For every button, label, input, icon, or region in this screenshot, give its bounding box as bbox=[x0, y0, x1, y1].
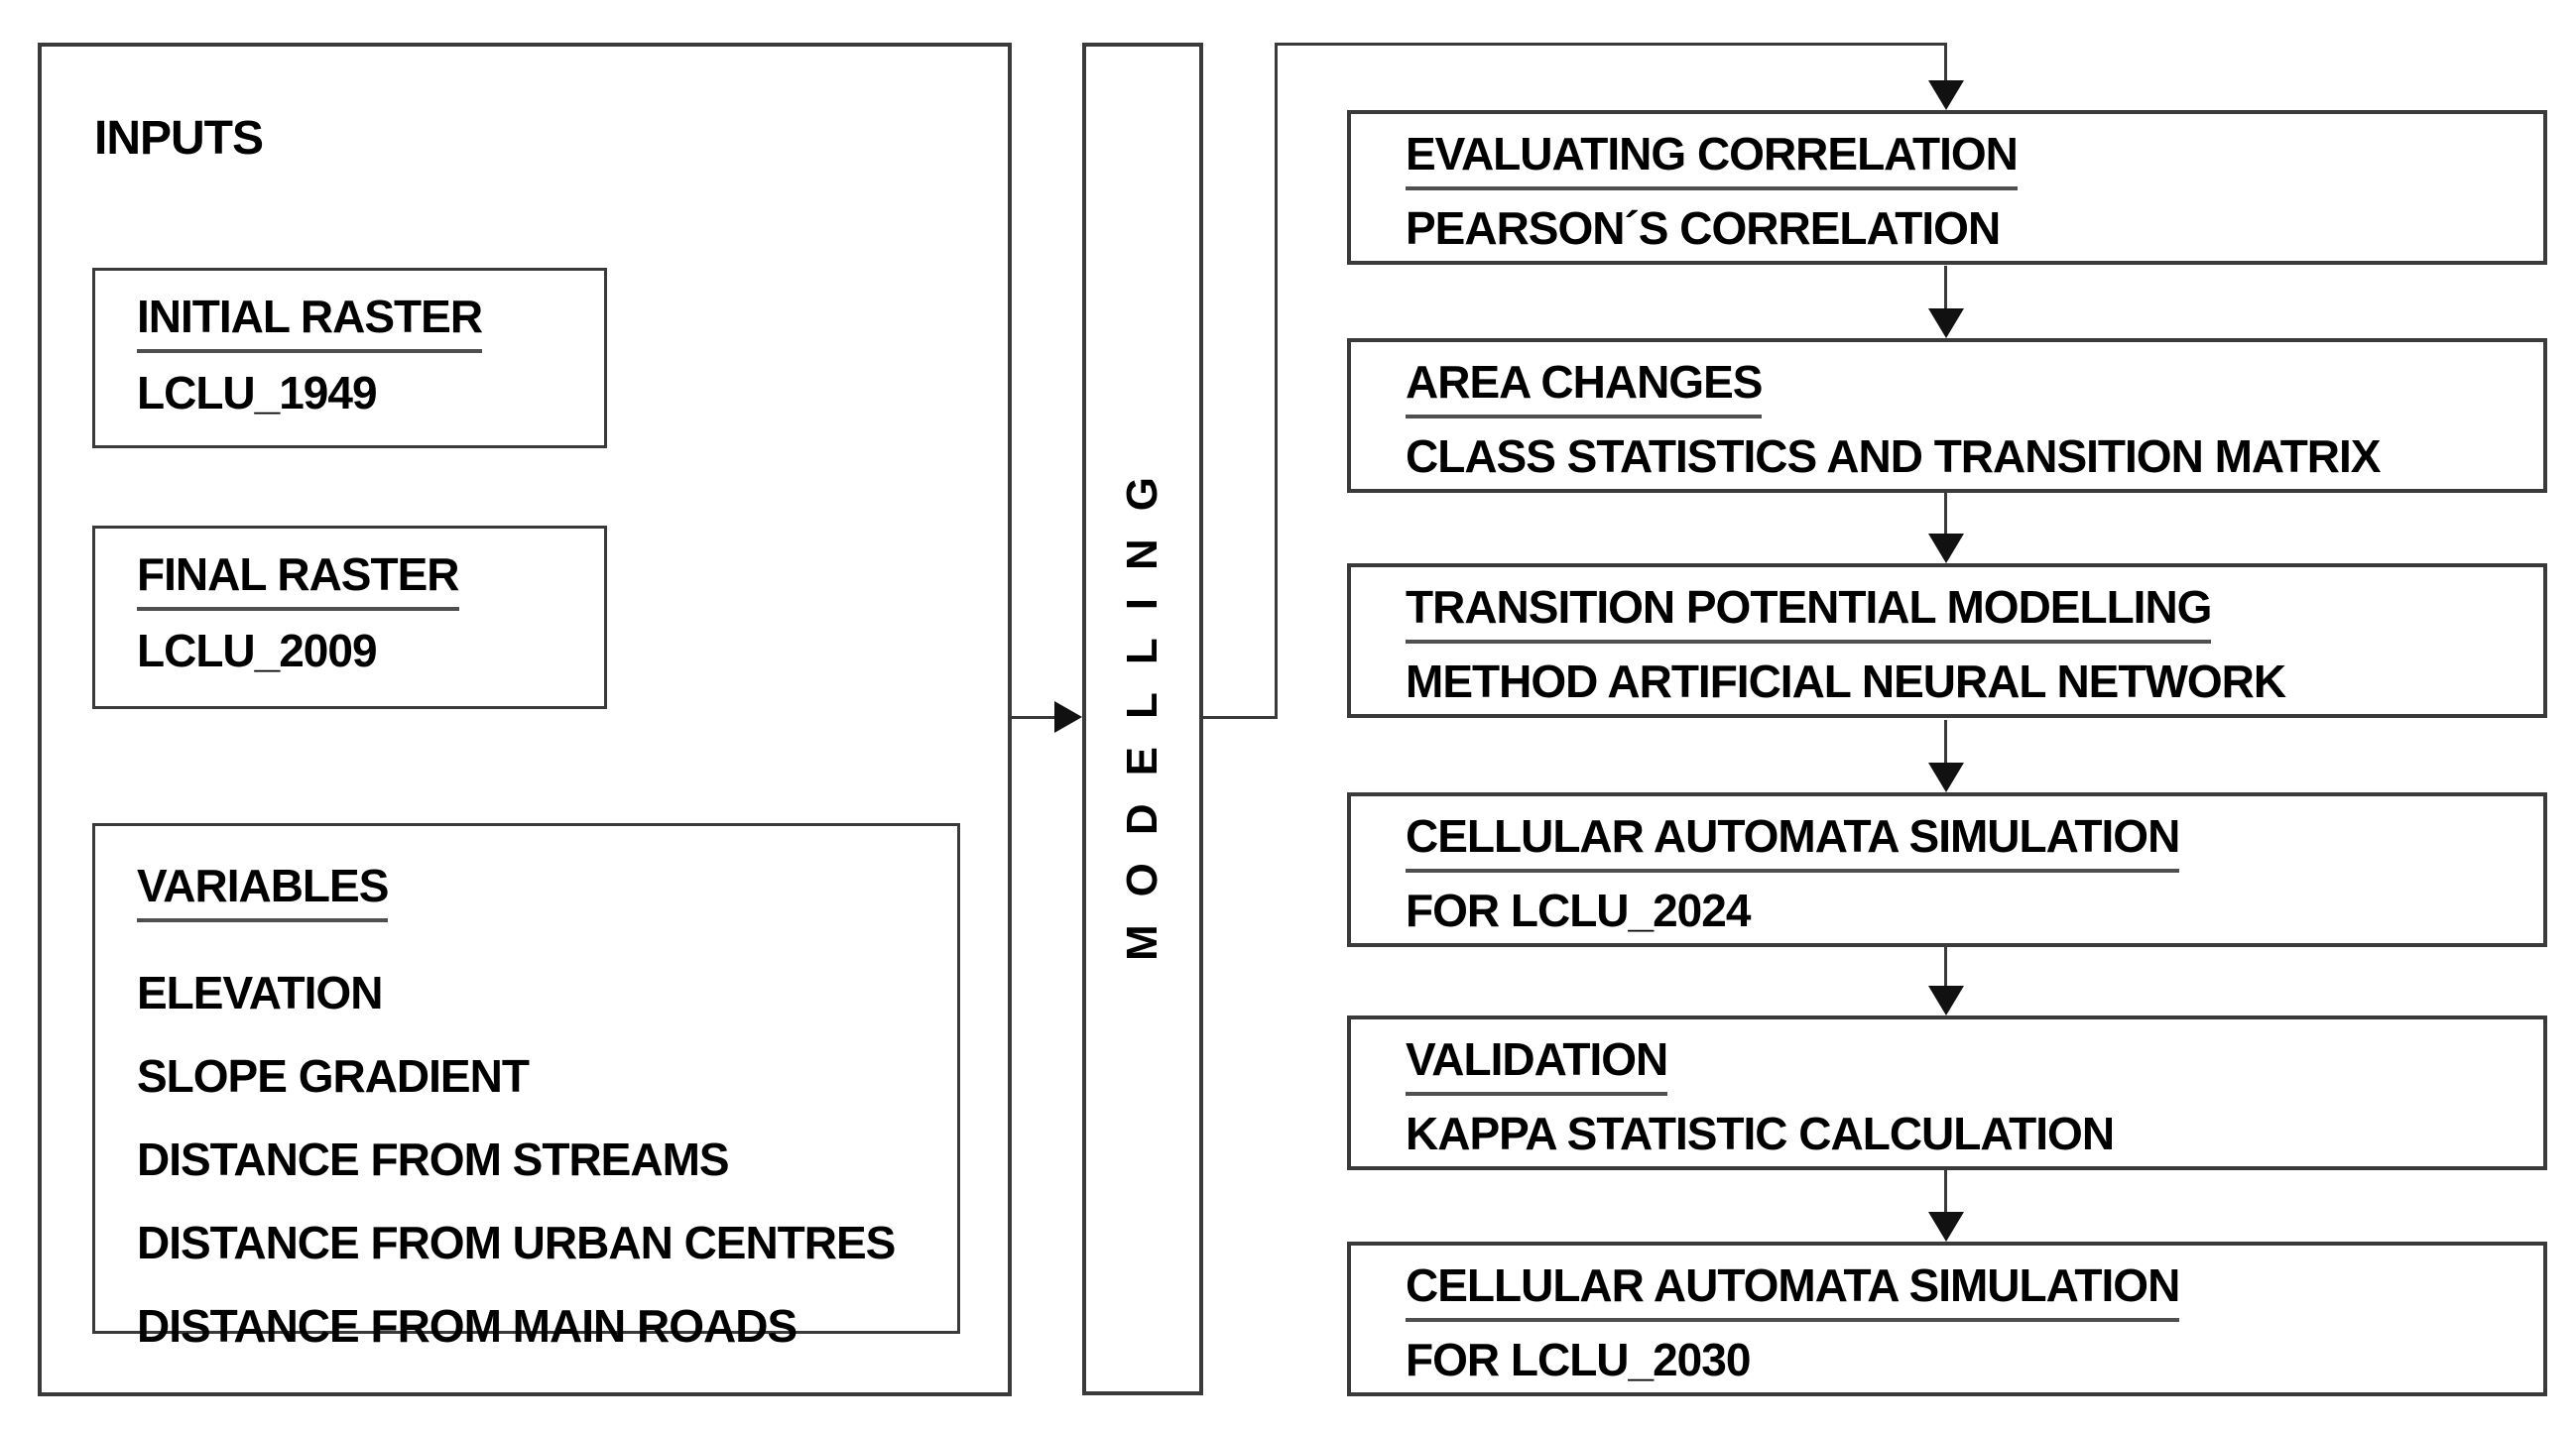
step-title: CELLULAR AUTOMATA SIMULATION bbox=[1406, 1259, 2180, 1322]
step-subtitle: FOR LCLU_2030 bbox=[1406, 1333, 1751, 1385]
variable-item: DISTANCE FROM STREAMS bbox=[137, 1134, 730, 1186]
arrow-step2-step3-line bbox=[1944, 491, 1947, 536]
variables-box: VARIABLES ELEVATION SLOPE GRADIENT DISTA… bbox=[92, 823, 960, 1352]
inputs-title: INPUTS bbox=[94, 112, 264, 165]
step-title: EVALUATING CORRELATION bbox=[1406, 128, 2019, 190]
variable-item: SLOPE GRADIENT bbox=[137, 1050, 530, 1103]
arrowhead-down-icon bbox=[1928, 763, 1964, 792]
step-subtitle: PEARSON´S CORRELATION bbox=[1406, 201, 2001, 254]
initial-raster-title: INITIAL RASTER bbox=[137, 291, 483, 353]
arrowhead-down-icon bbox=[1928, 534, 1964, 563]
variables-title: VARIABLES bbox=[137, 860, 389, 922]
arrowhead-down-icon bbox=[1928, 1212, 1964, 1242]
variable-item: DISTANCE FROM MAIN ROADS bbox=[137, 1300, 797, 1353]
flow-step-box-1: EVALUATING CORRELATION PEARSON´S CORRELA… bbox=[1347, 110, 2547, 265]
step-subtitle: METHOD ARTIFICIAL NEURAL NETWORK bbox=[1406, 655, 2286, 707]
flow-step-box-5: VALIDATION KAPPA STATISTIC CALCULATION bbox=[1347, 1015, 2547, 1170]
step-title: CELLULAR AUTOMATA SIMULATION bbox=[1406, 810, 2180, 873]
initial-raster-box: INITIAL RASTER LCLU_1949 bbox=[92, 268, 607, 448]
final-raster-box: FINAL RASTER LCLU_2009 bbox=[92, 526, 607, 709]
connector-modelling-h2 bbox=[1275, 43, 1947, 46]
connector-modelling-h1 bbox=[1203, 716, 1278, 719]
flow-step-box-2: AREA CHANGES CLASS STATISTICS AND TRANSI… bbox=[1347, 338, 2547, 493]
flow-step-box-4: CELLULAR AUTOMATA SIMULATION FOR LCLU_20… bbox=[1347, 792, 2547, 947]
flow-step-box-6: CELLULAR AUTOMATA SIMULATION FOR LCLU_20… bbox=[1347, 1242, 2547, 1396]
variables-list: ELEVATION SLOPE GRADIENT DISTANCE FROM S… bbox=[137, 952, 957, 1369]
step-title: AREA CHANGES bbox=[1406, 356, 1763, 418]
flow-step-box-3: TRANSITION POTENTIAL MODELLING METHOD AR… bbox=[1347, 563, 2547, 718]
arrowhead-right-icon bbox=[1054, 701, 1082, 733]
initial-raster-value: LCLU_1949 bbox=[137, 366, 378, 418]
modelling-box: MODELLING bbox=[1082, 43, 1203, 1395]
final-raster-value: LCLU_2009 bbox=[137, 624, 378, 676]
arrow-step5-step6-line bbox=[1944, 1169, 1947, 1214]
arrowhead-down-icon bbox=[1928, 986, 1964, 1015]
arrowhead-down-icon bbox=[1928, 308, 1964, 338]
variable-item: DISTANCE FROM URBAN CENTRES bbox=[137, 1217, 896, 1269]
arrowhead-down-icon bbox=[1928, 80, 1964, 110]
arrow-step4-step5-line bbox=[1944, 944, 1947, 988]
arrow-inputs-to-modelling-line bbox=[1012, 716, 1055, 719]
variable-item: ELEVATION bbox=[137, 967, 383, 1019]
step-subtitle: KAPPA STATISTIC CALCULATION bbox=[1406, 1107, 2115, 1159]
arrow-step1-step2-line bbox=[1944, 266, 1947, 310]
step-subtitle: FOR LCLU_2024 bbox=[1406, 884, 1751, 936]
connector-modelling-v1 bbox=[1275, 43, 1278, 719]
step-title: VALIDATION bbox=[1406, 1033, 1668, 1096]
connector-modelling-v2 bbox=[1944, 43, 1947, 82]
modelling-label: MODELLING bbox=[1118, 449, 1167, 961]
arrow-step3-step4-line bbox=[1944, 720, 1947, 765]
step-subtitle: CLASS STATISTICS AND TRANSITION MATRIX bbox=[1406, 429, 2382, 482]
step-title: TRANSITION POTENTIAL MODELLING bbox=[1406, 581, 2212, 644]
final-raster-title: FINAL RASTER bbox=[137, 548, 459, 611]
